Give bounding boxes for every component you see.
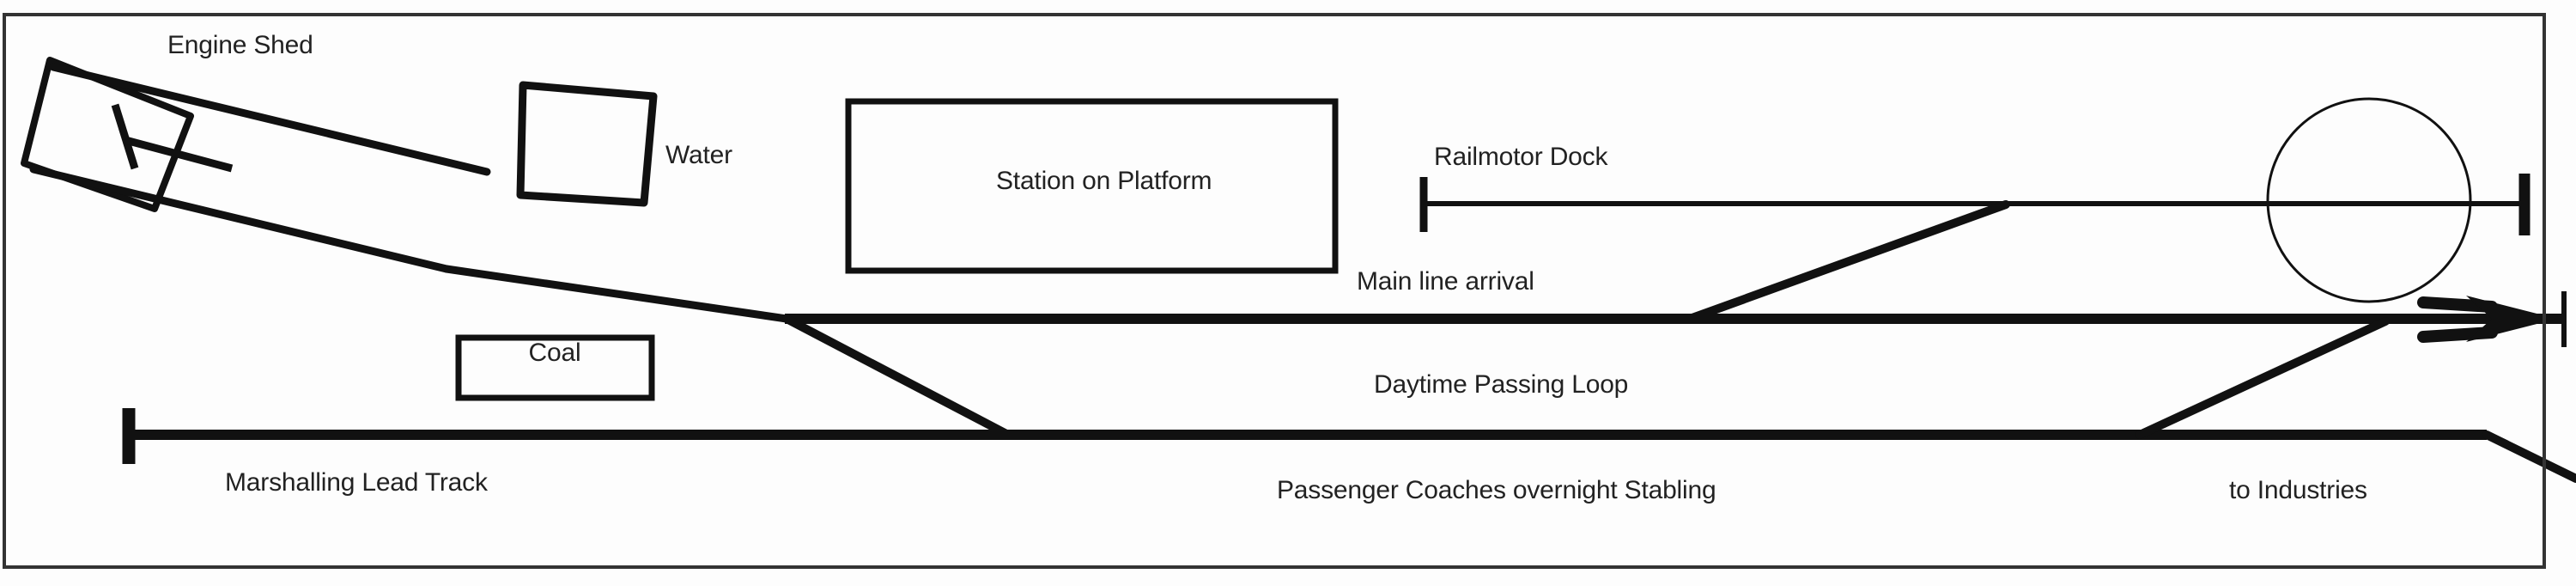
engine-shed-lead-to-main-line: [442, 265, 791, 323]
label-coal: Coal: [528, 339, 581, 367]
engine-shed-group: [21, 57, 791, 323]
railmotor-dock-connector: [1686, 200, 2010, 323]
main-line-direction-arrow: [2466, 296, 2557, 342]
label-railmotor-dock: Railmotor Dock: [1434, 143, 1608, 171]
station-on-platform-box: [845, 98, 1339, 274]
engine-shed-building: [21, 57, 194, 212]
turntable-circle: [2266, 97, 2472, 303]
label-marshalling-lead-track: Marshalling Lead Track: [225, 468, 488, 497]
coal-stage-box: [455, 334, 655, 401]
crossover-main-to-loop: [782, 314, 1014, 440]
main-line-group: [785, 291, 2567, 347]
engine-shed-road-upper: [49, 63, 491, 176]
engine-shed-road-lower: [29, 165, 451, 273]
label-main-line-arrival: Main line arrival: [1357, 267, 1534, 296]
railmotor-dock-group: [1419, 174, 2530, 323]
label-water: Water: [665, 141, 732, 169]
label-to-industries: to Industries: [2229, 476, 2367, 504]
engine-shed-buffer-stop: [111, 103, 139, 170]
label-station-on-platform: Station on Platform: [996, 167, 1212, 195]
to-industries-siding: [2482, 430, 2576, 483]
engine-shed-stub-road: [124, 136, 234, 173]
label-engine-shed: Engine Shed: [167, 31, 313, 59]
water-tank-box: [516, 81, 658, 207]
passing-loop-group: [122, 314, 2576, 483]
loop-to-main-line-connector: [2136, 317, 2390, 439]
label-daytime-passing-loop: Daytime Passing Loop: [1374, 370, 1629, 399]
label-passenger-coaches-overnight-stabling: Passenger Coaches overnight Stabling: [1277, 476, 1716, 504]
